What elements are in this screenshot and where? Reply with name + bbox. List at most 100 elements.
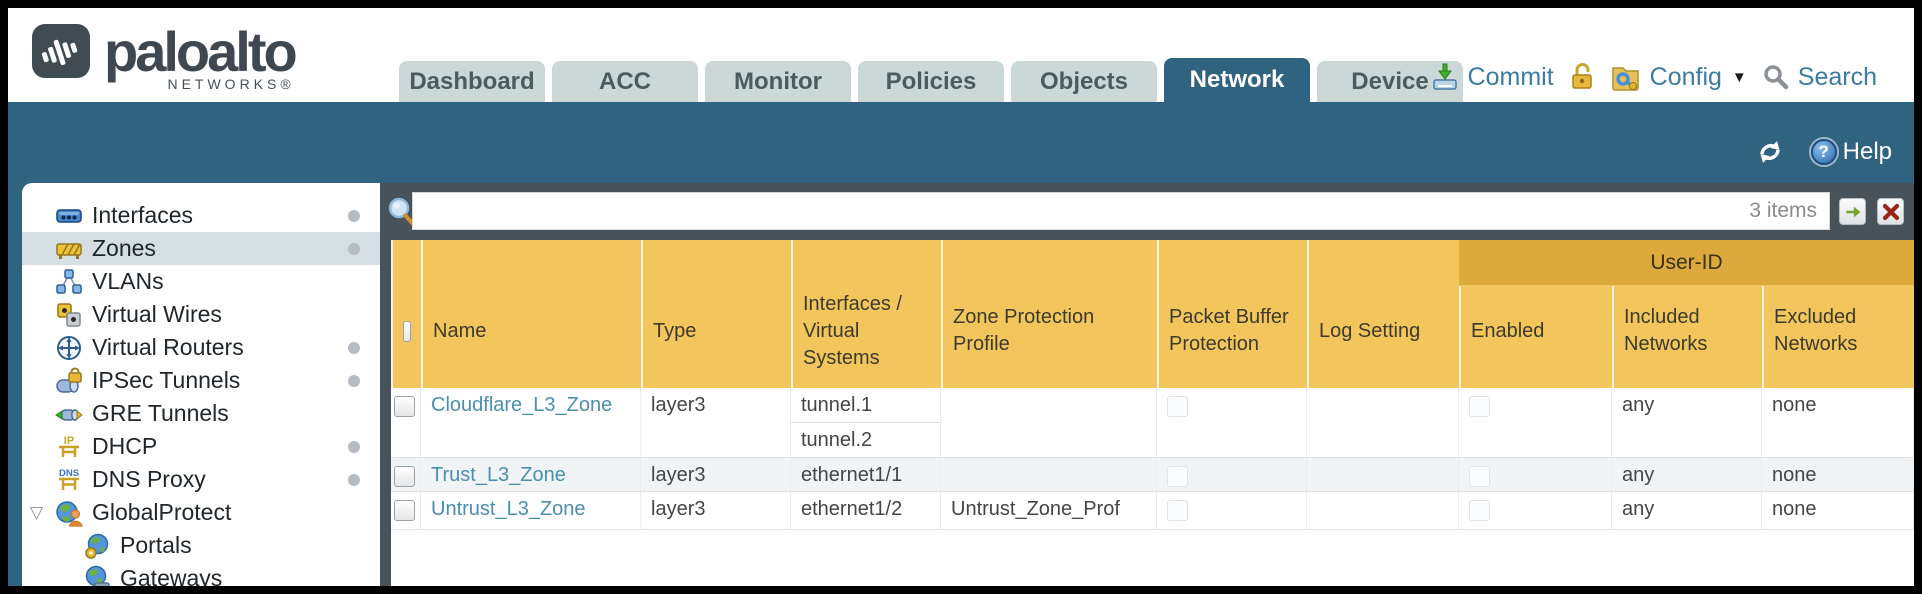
sidebar-item-gateways[interactable]: Gateways [22, 562, 380, 586]
user-id-enabled-checkbox[interactable] [1469, 500, 1490, 521]
tab-policies[interactable]: Policies [858, 61, 1004, 102]
status-dot [348, 242, 360, 255]
cell-included-networks: any [1612, 492, 1762, 529]
tab-network[interactable]: Network [1164, 58, 1310, 102]
sidebar-item-vlans[interactable]: VLANs [22, 265, 380, 298]
config-label: Config [1649, 62, 1722, 91]
filter-search-icon [388, 197, 415, 226]
cell-zone-name[interactable]: Untrust_L3_Zone [421, 492, 641, 529]
table-body: Cloudflare_L3_Zone layer3 tunnel.1 tunne… [391, 388, 1914, 530]
sidebar-item-label: Portals [120, 532, 192, 558]
status-dot [348, 341, 360, 354]
tab-device[interactable]: Device [1317, 61, 1463, 102]
cell-included-networks: any [1612, 458, 1762, 491]
gre-tunnels-icon [55, 408, 83, 421]
search-icon [1764, 65, 1789, 90]
sidebar-item-label: Interfaces [92, 202, 193, 228]
sidebar-item-interfaces[interactable]: Interfaces [22, 199, 380, 232]
row-checkbox[interactable] [394, 466, 415, 487]
lock-icon[interactable] [1569, 62, 1595, 92]
svg-text:IP: IP [64, 435, 74, 447]
refresh-icon[interactable] [1755, 138, 1785, 166]
cell-zone-name[interactable]: Trust_L3_Zone [421, 458, 641, 491]
chevron-down-icon: ▼ [1731, 68, 1747, 86]
content-area: 3 items User-ID [380, 183, 1914, 586]
sidebar-item-virtual-wires[interactable]: Virtual Wires [22, 298, 380, 331]
expander-icon[interactable]: ▽ [30, 502, 44, 522]
logo-brand: paloalto [104, 20, 298, 83]
zones-table: User-ID Name Type Interfaces / Virtual S… [391, 240, 1914, 586]
cell-excluded-networks: none [1762, 492, 1914, 529]
globalprotect-icon [56, 500, 83, 527]
sidebar-item-virtual-routers[interactable]: Virtual Routers [22, 331, 380, 364]
tab-objects[interactable]: Objects [1011, 61, 1157, 102]
sidebar-item-zones[interactable]: Zones [22, 232, 380, 265]
tab-acc[interactable]: ACC [552, 61, 698, 102]
sidebar-item-dhcp[interactable]: IP DHCP [22, 430, 380, 463]
sidebar-item-label: GlobalProtect [92, 499, 232, 525]
select-all-checkbox[interactable] [403, 320, 411, 342]
svg-text:DNS: DNS [59, 468, 79, 479]
user-id-enabled-checkbox[interactable] [1469, 466, 1490, 487]
config-menu[interactable]: Config ▼ [1610, 62, 1747, 92]
column-header-zone-protection-profile[interactable]: Zone Protection Profile [941, 240, 1157, 388]
column-header-included-networks[interactable]: Included Networks [1612, 240, 1762, 388]
logo-sub: NETWORKS® [167, 76, 295, 92]
sidebar-item-dns-proxy[interactable]: DNS DNS Proxy [22, 463, 380, 496]
gateways-icon [85, 565, 110, 586]
virtual-routers-icon [57, 335, 81, 360]
main-area: Interfaces Zones [8, 183, 1914, 586]
tab-dashboard[interactable]: Dashboard [399, 61, 545, 102]
items-count: 3 items [1749, 199, 1817, 222]
help-button[interactable]: ? Help [1810, 138, 1892, 166]
column-header-type[interactable]: Type [641, 240, 791, 388]
status-dot [348, 473, 360, 486]
commit-button[interactable]: Commit [1430, 62, 1554, 92]
packet-buffer-checkbox[interactable] [1167, 466, 1188, 487]
sidebar-item-label: VLANs [92, 268, 164, 294]
column-header-packet-buffer-protection[interactable]: Packet Buffer Protection [1157, 240, 1307, 388]
column-header-log-setting[interactable]: Log Setting [1307, 240, 1459, 388]
apply-filter-button[interactable] [1839, 198, 1866, 225]
column-header-interfaces[interactable]: Interfaces / Virtual Systems [791, 240, 941, 388]
status-dot [348, 440, 360, 453]
sidebar-item-label: Zones [92, 235, 156, 261]
row-checkbox[interactable] [394, 396, 415, 417]
green-arrow-icon [1845, 206, 1860, 217]
packet-buffer-checkbox[interactable] [1167, 500, 1188, 521]
cell-user-id-enabled [1459, 492, 1612, 529]
search-button[interactable]: Search [1762, 63, 1877, 92]
status-dot [348, 374, 360, 387]
table-row: Untrust_L3_Zone layer3 ethernet1/2 Untru… [391, 492, 1914, 530]
column-header-excluded-networks[interactable]: Excluded Networks [1762, 240, 1914, 388]
clear-filter-button[interactable] [1877, 198, 1904, 225]
zones-icon [56, 242, 82, 259]
user-id-enabled-checkbox[interactable] [1469, 396, 1490, 417]
cell-zone-protection-profile [941, 458, 1157, 491]
tab-monitor[interactable]: Monitor [705, 61, 851, 102]
sidebar-item-portals[interactable]: Portals [22, 529, 380, 562]
portals-icon [85, 533, 109, 559]
sidebar-item-label: Virtual Routers [92, 334, 244, 360]
cell-type: layer3 [641, 388, 791, 457]
sidebar-item-globalprotect[interactable]: ▽ GlobalProtect [22, 496, 380, 529]
cell-packet-buffer-protection [1157, 388, 1307, 457]
sidebar-item-ipsec-tunnels[interactable]: IPSec Tunnels [22, 364, 380, 397]
filter-input[interactable] [413, 193, 1750, 229]
cell-zone-protection-profile [941, 388, 1157, 457]
cell-type: layer3 [641, 458, 791, 491]
filter-inputbox: 3 items [412, 192, 1830, 230]
table-header: User-ID Name Type Interfaces / Virtual S… [391, 240, 1914, 388]
cell-log-setting [1307, 458, 1459, 491]
sidebar-item-gre-tunnels[interactable]: GRE Tunnels [22, 397, 380, 430]
packet-buffer-checkbox[interactable] [1167, 396, 1188, 417]
row-checkbox[interactable] [394, 500, 415, 521]
cell-log-setting [1307, 492, 1459, 529]
column-header-enabled[interactable]: Enabled [1459, 240, 1612, 388]
column-header-name[interactable]: Name [421, 240, 641, 388]
sidebar-item-label: DNS Proxy [92, 466, 206, 492]
cell-zone-name[interactable]: Cloudflare_L3_Zone [421, 388, 641, 457]
sidebar-item-label: GRE Tunnels [92, 400, 229, 426]
user-id-group-header: User-ID [1459, 240, 1914, 286]
